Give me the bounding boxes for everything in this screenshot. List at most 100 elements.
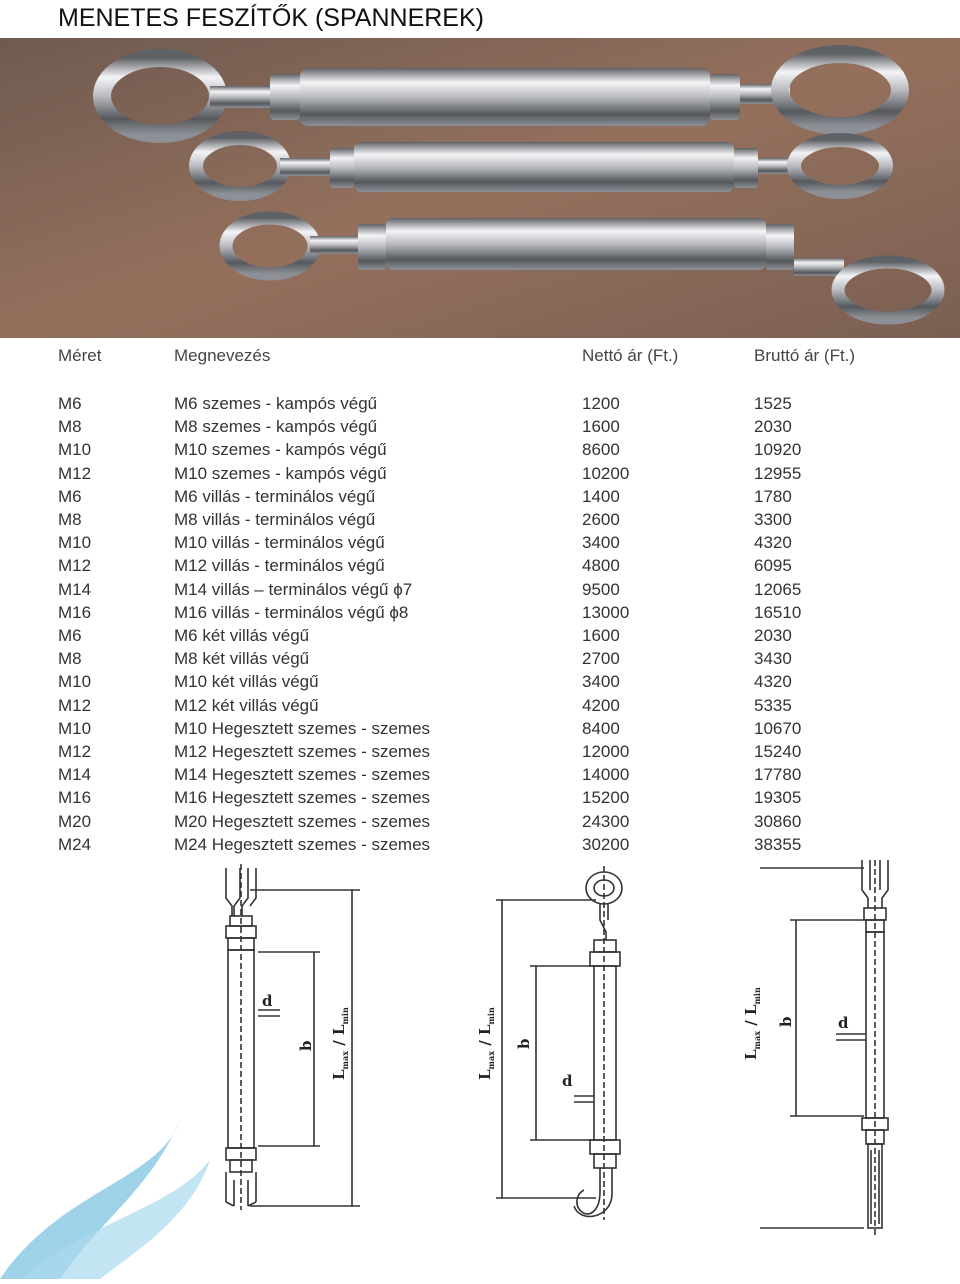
cell-size: M6	[58, 626, 82, 645]
cell-net-price: 3400	[582, 533, 620, 553]
cell-net-price: 14000	[582, 765, 630, 785]
cell-size: M8	[58, 417, 82, 437]
cell-gross-price: 5335	[754, 695, 792, 715]
cell-gross-price: 30860	[754, 811, 802, 831]
cell-net-price: 1200	[582, 394, 620, 413]
cell-name: M24 Hegesztett szemes - szemes	[174, 834, 431, 854]
cell-net-price: 1400	[582, 486, 620, 506]
cell-net-price: 10200	[582, 463, 630, 483]
cell-name: M16 Hegesztett szemes - szemes	[174, 788, 431, 808]
cell-gross-price: 10670	[754, 718, 802, 738]
cell-name: M8 szemes - kampós végű	[174, 417, 378, 437]
cell-name: M12 két villás végű	[174, 695, 319, 715]
eye-hook-drawing	[496, 866, 623, 1220]
page-title: MENETES FESZÍTŐK (SPANNEREK)	[58, 4, 484, 32]
dim-L-3: Lmax / Lmin	[742, 987, 762, 1060]
cell-name: M12 villás - terminálos végű	[174, 556, 385, 576]
cell-name: M14 villás – terminálos végű ϕ7	[174, 579, 413, 599]
fork-terminal-drawing	[760, 860, 889, 1236]
cell-name: M10 két villás végű	[174, 672, 319, 692]
technical-drawings: d b Lmax / Lmin d b	[0, 860, 960, 1279]
svg-text:Lmax / Lmin: Lmax / Lmin	[330, 1007, 350, 1080]
cell-name: M8 villás - terminálos végű	[174, 510, 376, 529]
table-row: M16 M16 Hegesztett szemes - szemes 15200 19…	[0, 788, 960, 812]
dim-b-3: b	[777, 1017, 795, 1028]
svg-text:Lmax / Lmin: Lmax / Lmin	[476, 1007, 496, 1080]
cell-name: M10 Hegesztett szemes - szemes	[174, 718, 431, 738]
cell-net-price: 8400	[582, 718, 620, 738]
cell-net-price: 13000	[582, 602, 630, 622]
cell-gross-price: 10920	[754, 440, 802, 460]
cell-name: M6 két villás végű	[174, 626, 310, 645]
table-row: M8 M8 villás - terminálos végű 2600 3300	[0, 510, 960, 534]
dim-d-2: d	[562, 1072, 573, 1090]
cell-gross-price: 2030	[754, 417, 792, 437]
cell-net-price: 9500	[582, 579, 620, 599]
cell-size: M12	[58, 695, 92, 715]
dim-d-1: d	[262, 992, 273, 1010]
table-row: M14 M14 Hegesztett szemes - szemes 14000 17…	[0, 765, 960, 789]
header-gross-price: Bruttó ár (Ft.)	[754, 346, 856, 365]
cell-gross-price: 3300	[754, 510, 792, 529]
wave-decoration	[0, 1120, 210, 1279]
cell-gross-price: 12955	[754, 463, 802, 483]
cell-gross-price: 6095	[754, 556, 792, 576]
cell-name: M8 két villás végű	[174, 649, 310, 669]
cell-gross-price: 17780	[754, 765, 802, 785]
cell-gross-price: 12065	[754, 579, 802, 599]
dim-d-3: d	[838, 1014, 849, 1032]
cell-name: M16 villás - terminálos végű ϕ8	[174, 602, 409, 622]
table-row: M6 M6 szemes - kampós végű 1200 1525	[0, 394, 960, 418]
dim-b-1: b	[297, 1041, 315, 1052]
cell-size: M10	[58, 440, 92, 460]
cell-gross-price: 4320	[754, 672, 792, 692]
cell-net-price: 1600	[582, 626, 620, 645]
cell-net-price: 2700	[582, 649, 620, 669]
cell-size: M20	[58, 811, 92, 831]
table-row: M14 M14 villás – terminálos végű ϕ7 9500 12…	[0, 580, 960, 604]
cell-size: M6	[58, 394, 82, 413]
cell-net-price: 1600	[582, 417, 620, 437]
cell-name: M6 szemes - kampós végű	[174, 394, 378, 413]
cell-size: M6	[58, 486, 82, 506]
cell-gross-price: 15240	[754, 742, 802, 761]
cell-gross-price: 4320	[754, 533, 792, 553]
dim-b-2: b	[515, 1039, 533, 1050]
table-row: M6 M6 villás - terminálos végű 1400 1780	[0, 487, 960, 511]
cell-size: M14	[58, 765, 92, 785]
cell-size: M12	[58, 463, 92, 483]
cell-size: M10	[58, 533, 92, 553]
cell-gross-price: 2030	[754, 626, 792, 645]
table-row: M6 M6 két villás végű 1600 2030	[0, 626, 960, 650]
cell-gross-price: 1780	[754, 486, 792, 506]
cell-net-price: 30200	[582, 834, 630, 854]
cell-size: M8	[58, 649, 82, 669]
cell-size: M8	[58, 510, 82, 529]
cell-name: M6 villás - terminálos végű	[174, 486, 376, 506]
cell-net-price: 2600	[582, 510, 620, 529]
header-size: Méret	[58, 346, 102, 365]
cell-gross-price: 19305	[754, 788, 802, 808]
table-row: M8 M8 két villás végű 2700 3430	[0, 649, 960, 673]
product-photo	[0, 38, 960, 338]
cell-name: M14 Hegesztett szemes - szemes	[174, 765, 431, 785]
cell-name: M12 Hegesztett szemes - szemes	[174, 742, 431, 761]
cell-gross-price: 1525	[754, 394, 792, 413]
cell-gross-price: 3430	[754, 649, 792, 669]
cell-size: M12	[58, 742, 92, 761]
cell-size: M14	[58, 579, 92, 599]
cell-name: M10 szemes - kampós végű	[174, 440, 387, 460]
cell-size: M16	[58, 788, 92, 808]
cell-gross-price: 16510	[754, 602, 802, 622]
cell-net-price: 15200	[582, 788, 630, 808]
dim-L-2: Lmax / Lmin	[476, 1007, 496, 1080]
